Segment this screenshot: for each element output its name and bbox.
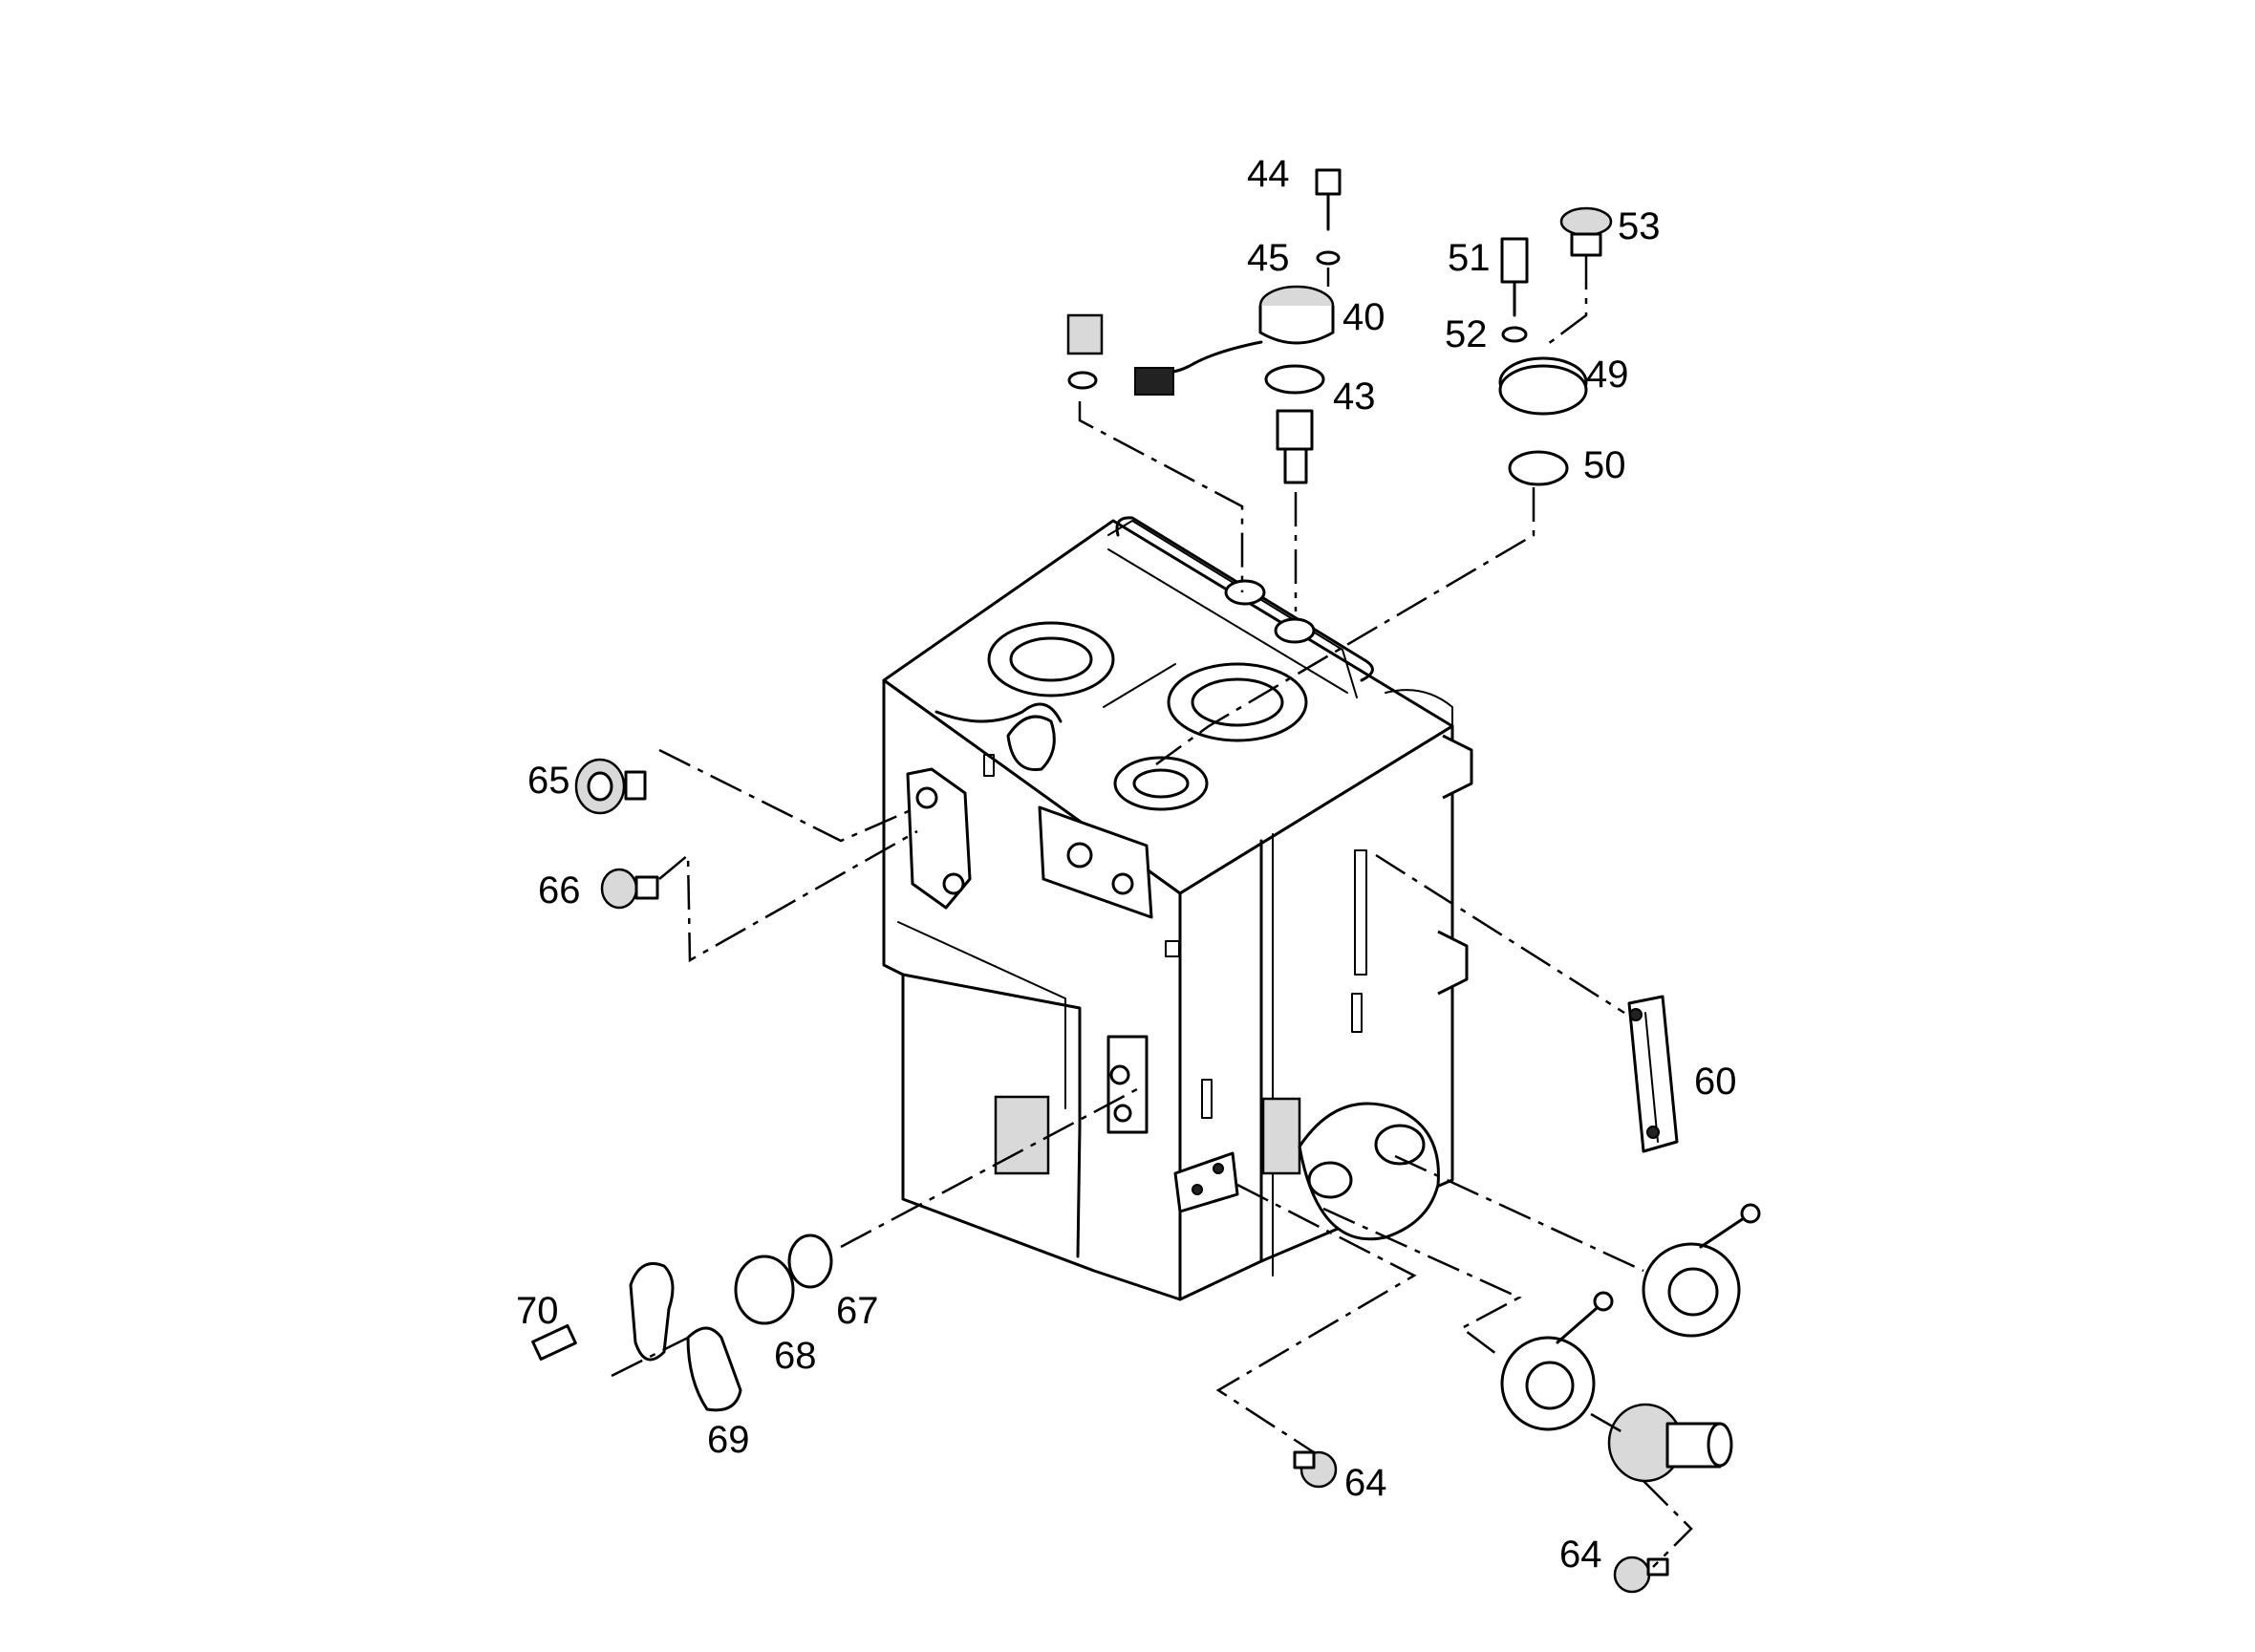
label-69: 69 (707, 1419, 750, 1461)
label-53: 53 (1618, 205, 1661, 247)
clamp-half-lower-69 (686, 1326, 742, 1412)
top-ports (934, 579, 1316, 811)
label-45: 45 (1247, 237, 1290, 279)
washer-52 (1501, 326, 1528, 343)
cover-assembly (1155, 206, 1613, 766)
label-49: 49 (1586, 354, 1629, 396)
label-43: 43 (1333, 375, 1376, 418)
mount-block-right (1261, 1097, 1301, 1175)
label-64-right: 64 (1559, 1534, 1602, 1576)
bolt-44-head (1315, 168, 1342, 196)
oring-43 (1264, 364, 1325, 395)
disc-68 (734, 1255, 795, 1325)
left-fittings (574, 748, 918, 963)
screw-66 (600, 868, 638, 910)
clamp-half-upper (629, 1262, 675, 1362)
bottom-right-parts (1215, 1154, 1761, 1594)
screw-70 (531, 1323, 577, 1362)
label-67: 67 (836, 1290, 879, 1332)
sensor-assembly (1066, 168, 1342, 611)
bottom-left-parts (531, 1087, 1138, 1412)
plug-53 (1559, 206, 1613, 237)
label-44: 44 (1247, 153, 1290, 195)
label-68: 68 (774, 1335, 817, 1377)
bolt-51 (1500, 237, 1529, 284)
label-51: 51 (1448, 237, 1491, 279)
connector-plug (1134, 367, 1174, 396)
label-60: 60 (1694, 1061, 1737, 1103)
label-40: 40 (1342, 296, 1385, 338)
label-70: 70 (516, 1290, 559, 1332)
sight-glass-60 (1375, 853, 1679, 1153)
housing (882, 516, 1473, 1301)
label-66: 66 (538, 869, 581, 912)
bolt-64-right (1613, 1555, 1651, 1594)
label-65: 65 (527, 760, 570, 802)
mount-block-left (994, 1095, 1050, 1175)
oring-50 (1508, 450, 1569, 486)
label-52: 52 (1445, 313, 1488, 355)
part-labels: 44 45 40 43 51 53 52 49 50 65 66 60 70 6… (516, 153, 1737, 1576)
filler-cap (1066, 313, 1104, 355)
washer-45 (1316, 250, 1341, 266)
oring-67 (787, 1234, 833, 1289)
label-64-left: 64 (1344, 1462, 1387, 1504)
label-50: 50 (1583, 444, 1626, 486)
